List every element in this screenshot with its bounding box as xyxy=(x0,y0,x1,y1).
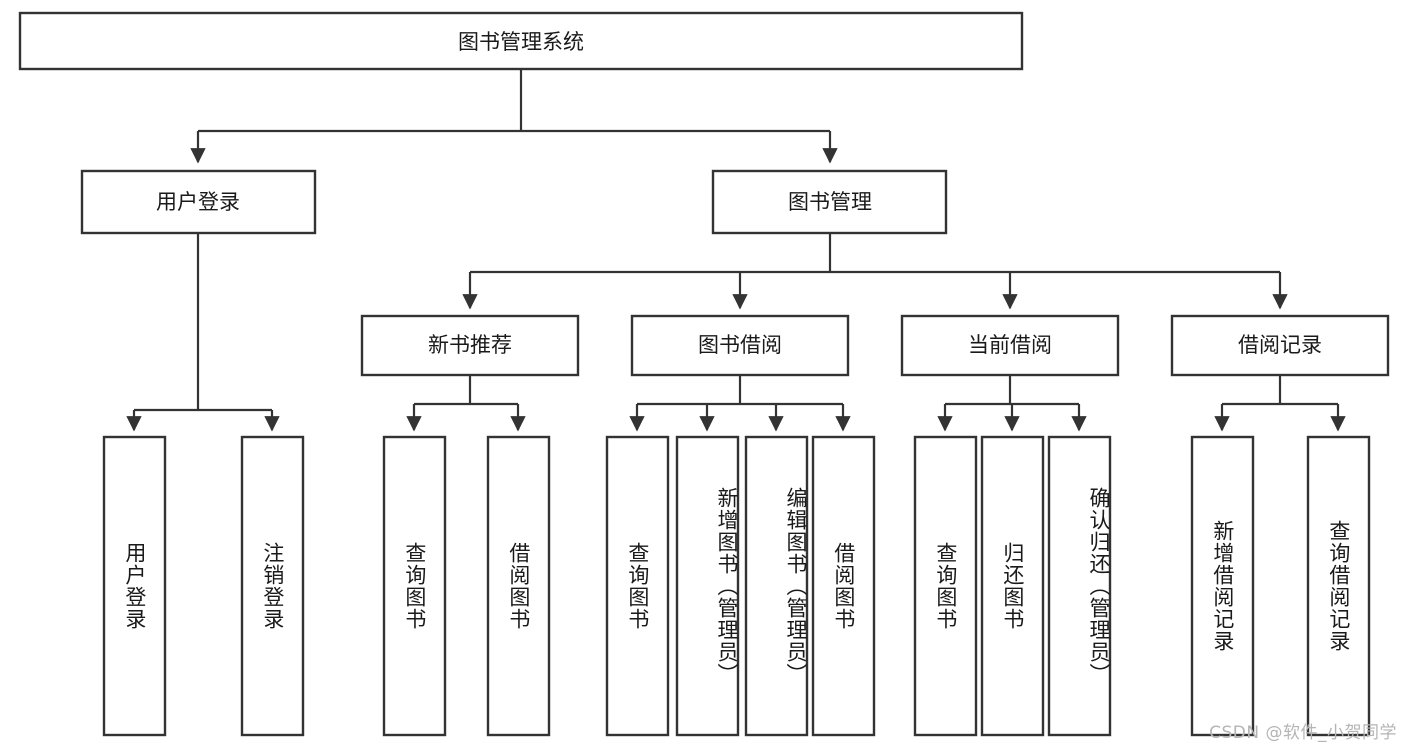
connector-group-book-borrow xyxy=(629,376,851,432)
node-leaf-return-book-box[interactable] xyxy=(980,435,1045,737)
node-leaf-edit-book-box[interactable] xyxy=(744,435,809,737)
node-new-book-rec[interactable]: 新书推荐 xyxy=(360,314,580,377)
node-leaf-query-record-box[interactable] xyxy=(1306,435,1371,737)
node-current-borrow-box[interactable] xyxy=(900,314,1120,377)
node-root[interactable]: 图书管理系统 xyxy=(18,11,1024,71)
node-leaf-confirm-return-box[interactable] xyxy=(1047,435,1112,737)
connector-group-new-book-rec xyxy=(406,376,526,432)
node-current-borrow[interactable]: 当前借阅 xyxy=(900,314,1120,377)
connector-group-user-login xyxy=(126,234,280,432)
node-leaf-borrow-book-1-box[interactable] xyxy=(486,435,551,737)
node-book-manage[interactable]: 图书管理 xyxy=(711,169,948,235)
connector-group-book-manage xyxy=(462,234,1288,310)
node-book-borrow-box[interactable] xyxy=(630,314,850,377)
node-root-box[interactable] xyxy=(18,11,1024,71)
node-leaf-query-book-3-box[interactable] xyxy=(913,435,978,737)
node-book-manage-box[interactable] xyxy=(711,169,948,235)
node-book-borrow[interactable]: 图书借阅 xyxy=(630,314,850,377)
connector-group-root xyxy=(190,69,838,164)
connector-group-current-borrow xyxy=(937,376,1087,432)
node-user-login[interactable]: 用户登录 xyxy=(80,169,317,235)
node-leaf-user-login-box[interactable] xyxy=(102,435,167,737)
node-borrow-record-label: 借阅记录 xyxy=(1238,333,1322,357)
node-borrow-record[interactable]: 借阅记录 xyxy=(1170,314,1390,377)
node-leaf-add-book-box[interactable] xyxy=(675,435,740,737)
node-new-book-rec-box[interactable] xyxy=(360,314,580,377)
node-current-borrow-label: 当前借阅 xyxy=(968,333,1052,357)
node-leaf-query-book-2-box[interactable] xyxy=(605,435,670,737)
node-leaf-borrow-book-2-box[interactable] xyxy=(811,435,876,737)
leaf-boxes xyxy=(102,435,1371,737)
connector-group-borrow-record xyxy=(1214,376,1346,432)
node-borrow-record-box[interactable] xyxy=(1170,314,1390,377)
node-leaf-logout-box[interactable] xyxy=(240,435,305,737)
node-user-login-label: 用户登录 xyxy=(156,190,240,214)
node-root-label: 图书管理系统 xyxy=(458,30,584,54)
csdn-watermark: CSDN @软件_小贺同学 xyxy=(1209,723,1397,743)
node-leaf-add-record-box[interactable] xyxy=(1190,435,1255,737)
node-book-manage-label: 图书管理 xyxy=(788,190,872,214)
node-user-login-box[interactable] xyxy=(80,169,317,235)
node-new-book-rec-label: 新书推荐 xyxy=(428,333,512,357)
node-book-borrow-label: 图书借阅 xyxy=(698,333,782,357)
node-leaf-query-book-1-box[interactable] xyxy=(382,435,447,737)
